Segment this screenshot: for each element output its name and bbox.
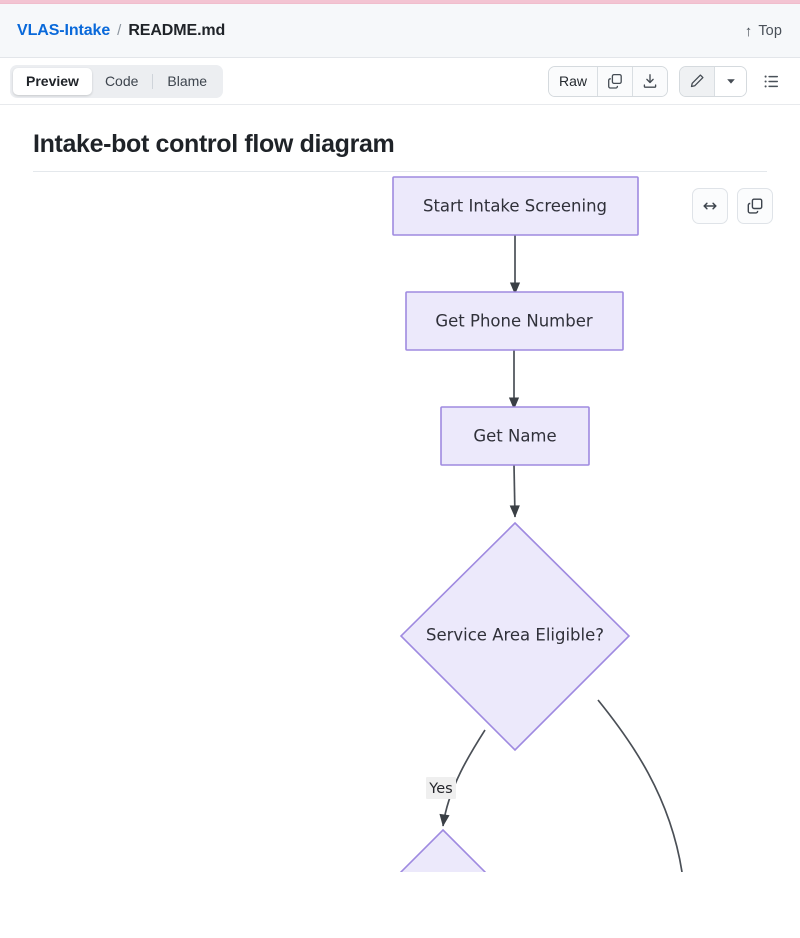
edge-decision-no	[597, 699, 683, 872]
edge-decision-yes	[439, 729, 486, 827]
document-content: Intake-bot control flow diagram	[0, 130, 800, 872]
edge-label-text: Yes	[428, 781, 452, 797]
breadcrumb-bar: VLAS-Intake / README.md ↑ Top	[0, 4, 800, 58]
chevron-down-icon	[725, 75, 737, 87]
copy-icon	[607, 73, 623, 89]
diagram-expand-button[interactable]	[692, 188, 728, 224]
node-service-area-eligible[interactable]: Service Area Eligible?	[399, 521, 631, 752]
breadcrumb-separator: /	[117, 21, 122, 39]
mermaid-diagram: Start Intake Screening Get Phone Number …	[30, 172, 770, 872]
breadcrumb-repo-link[interactable]: VLAS-Intake	[17, 21, 111, 39]
file-toolbar: Preview Code Blame Raw	[0, 58, 800, 105]
page-title: Intake-bot control flow diagram	[33, 130, 395, 158]
outline-toggle-button[interactable]	[758, 68, 784, 94]
raw-button[interactable]: Raw	[548, 66, 598, 96]
list-outline-icon	[763, 73, 780, 90]
view-mode-tabs: Preview Code Blame	[10, 64, 224, 98]
raw-button-group: Raw	[547, 65, 668, 97]
title-underline	[33, 171, 767, 172]
tab-blame[interactable]: Blame	[167, 73, 208, 89]
node-start-intake-screening[interactable]: Start Intake Screening	[392, 176, 639, 236]
scroll-to-top-link[interactable]: ↑ Top	[744, 22, 782, 40]
tab-code[interactable]: Code	[104, 73, 139, 89]
flowchart-svg: Start Intake Screening Get Phone Number …	[330, 176, 683, 872]
node-get-phone-number[interactable]: Get Phone Number	[405, 291, 624, 351]
tab-preview[interactable]: Preview	[13, 67, 92, 95]
node-label: Service Area Eligible?	[426, 626, 604, 645]
node-get-name[interactable]: Get Name	[440, 406, 590, 466]
tab-divider	[152, 73, 154, 89]
node-label: Start Intake Screening	[423, 197, 607, 216]
edge-label-yes: Yes	[426, 777, 456, 799]
download-icon	[642, 73, 658, 89]
edit-options-button[interactable]	[715, 66, 746, 96]
edit-button-group	[679, 65, 747, 97]
diagram-copy-button[interactable]	[737, 188, 773, 224]
node-label: Get Phone Number	[435, 312, 593, 331]
edge-name-to-decision	[509, 464, 520, 518]
edit-file-button[interactable]	[680, 66, 715, 96]
arrows-left-right-icon	[701, 197, 719, 215]
toolbar-actions: Raw	[547, 65, 784, 97]
top-accent-stripe	[0, 0, 800, 4]
diagram-toolbar	[692, 188, 773, 224]
node-next-decision-clipped[interactable]	[330, 828, 556, 872]
copy-icon	[746, 197, 764, 215]
pencil-icon	[689, 73, 705, 89]
breadcrumb: VLAS-Intake / README.md	[17, 22, 225, 40]
node-label: Get Name	[473, 427, 556, 446]
download-button[interactable]	[633, 66, 667, 96]
scroll-to-top-label: Top	[758, 22, 782, 39]
copy-raw-button[interactable]	[598, 66, 633, 96]
arrow-up-icon: ↑	[744, 23, 753, 40]
breadcrumb-file-name[interactable]: README.md	[128, 21, 226, 39]
